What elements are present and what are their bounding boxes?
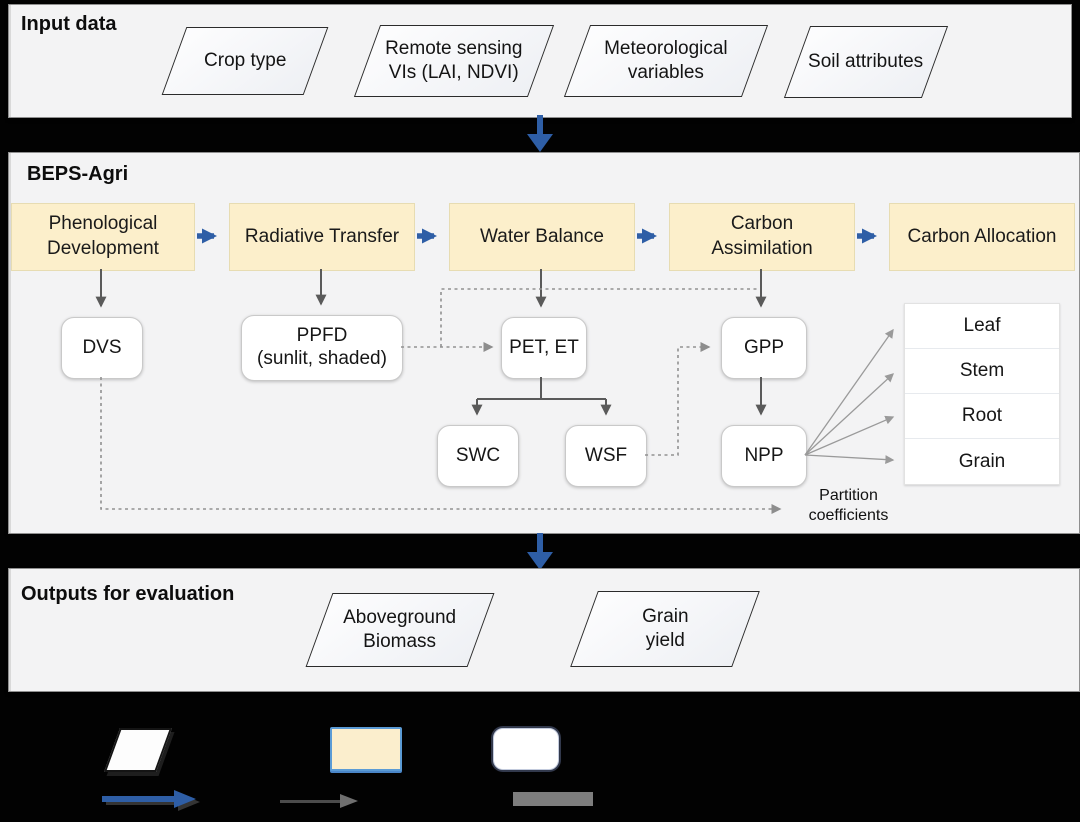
- module-carbon-assim-label: Carbon Assimilation: [711, 213, 813, 259]
- input-remote-sensing-label: Remote sensing VIs (LAI, NDVI): [385, 38, 523, 83]
- legend-gray-arrow: [280, 794, 360, 808]
- node-wsf-label: WSF: [584, 444, 628, 466]
- input-remote-sensing: Remote sensing VIs (LAI, NDVI): [353, 25, 555, 97]
- input-meteorological-label: Meteorological variables: [604, 38, 728, 83]
- output-aboveground-biomass-label: Aboveground Biomass: [343, 607, 457, 652]
- module-carbon-assimilation: Carbon Assimilation: [669, 203, 855, 271]
- node-swc-label: SWC: [455, 444, 501, 466]
- output-grain-yield-label: Grain yield: [641, 606, 689, 651]
- module-water-balance: Water Balance: [449, 203, 635, 271]
- arrow-npp-to-root: [804, 415, 895, 456]
- module-phenological-label: Phenological Development: [47, 213, 159, 259]
- module-radiative-transfer: Radiative Transfer: [229, 203, 415, 271]
- arrow-npp-to-leaf: [804, 328, 894, 456]
- flow-arrow-head: [527, 134, 553, 152]
- input-meteorological: Meteorological variables: [563, 25, 769, 97]
- legend-blue-arrow: [102, 790, 198, 808]
- outputs-panel: Outputs for evaluation Aboveground Bioma…: [8, 568, 1080, 692]
- outputs-title: Outputs for evaluation: [21, 583, 235, 605]
- node-dvs-label: DVS: [82, 336, 122, 358]
- beps-agri-panel: BEPS-Agri Phenological Development Radia…: [8, 152, 1080, 534]
- arrow-npp-to-grain: [804, 454, 895, 465]
- flow-arrow-head: [527, 552, 553, 570]
- flow-arrow-model-to-outputs: [527, 533, 553, 571]
- legend-gray-arrow-head: [340, 794, 358, 808]
- input-crop-type: Crop type: [161, 27, 329, 95]
- input-data-panel: Input data Crop type Remote sensing VIs …: [8, 4, 1072, 118]
- module-radiative-label: Radiative Transfer: [244, 225, 400, 247]
- node-wsf: WSF: [565, 425, 647, 487]
- node-ppfd-label: PPFD (sunlit, shaded): [257, 325, 387, 369]
- node-swc: SWC: [437, 425, 519, 487]
- npp-partition-arrows: [804, 328, 895, 465]
- input-soil-attributes: Soil attributes: [783, 26, 949, 98]
- legend-gray-arrow-shaft: [280, 800, 342, 803]
- node-gpp: GPP: [721, 317, 807, 379]
- module-phenological-development: Phenological Development: [11, 203, 195, 271]
- dashed-wsf-to-gpp: [645, 342, 711, 456]
- legend-parallelogram-shape: [103, 728, 173, 772]
- output-grain-yield: Grain yield: [570, 591, 760, 667]
- flow-arrow-shaft: [537, 115, 543, 136]
- flow-arrow-shaft: [537, 533, 543, 554]
- node-npp-label: NPP: [744, 444, 784, 466]
- pool-row-stem: Stem: [905, 349, 1059, 394]
- input-data-title: Input data: [21, 13, 117, 35]
- flow-arrow-input-to-model: [527, 115, 553, 153]
- input-crop-type-label: Crop type: [203, 50, 287, 72]
- node-npp: NPP: [721, 425, 807, 487]
- module-carbon-allocation: Carbon Allocation: [889, 203, 1075, 271]
- node-ppfd: PPFD (sunlit, shaded): [241, 315, 403, 381]
- beps-agri-title: BEPS-Agri: [27, 163, 129, 185]
- pool-row-grain: Grain: [958, 450, 1006, 472]
- output-aboveground-biomass: Aboveground Biomass: [305, 593, 495, 667]
- node-pet-et-label: PET, ET: [509, 336, 579, 358]
- solid-connectors: [95, 269, 767, 416]
- arrow-npp-to-stem: [804, 373, 894, 456]
- node-pet-et: PET, ET: [501, 317, 587, 379]
- legend-blue-arrow-head: [174, 790, 196, 808]
- module-carbon-alloc-label: Carbon Allocation: [907, 225, 1057, 247]
- legend-variable-shape: [493, 728, 559, 770]
- legend-gray-bar: [513, 792, 593, 806]
- node-gpp-label: GPP: [743, 336, 785, 358]
- partition-coefficients-note: Partition coefficients: [808, 487, 889, 524]
- legend-module-shape: [330, 727, 402, 771]
- module-water-label: Water Balance: [480, 225, 604, 247]
- node-dvs: DVS: [61, 317, 143, 379]
- pool-row-root: Root: [905, 394, 1059, 439]
- dashed-ppfd-to-gpp-branch: [440, 288, 757, 347]
- legend-blue-arrow-shaft: [102, 796, 176, 802]
- pool-row-leaf: Leaf: [905, 304, 1059, 349]
- input-soil-attributes-label: Soil attributes: [808, 51, 924, 73]
- carbon-pool-table: Leaf Stem Root Grain: [904, 303, 1060, 485]
